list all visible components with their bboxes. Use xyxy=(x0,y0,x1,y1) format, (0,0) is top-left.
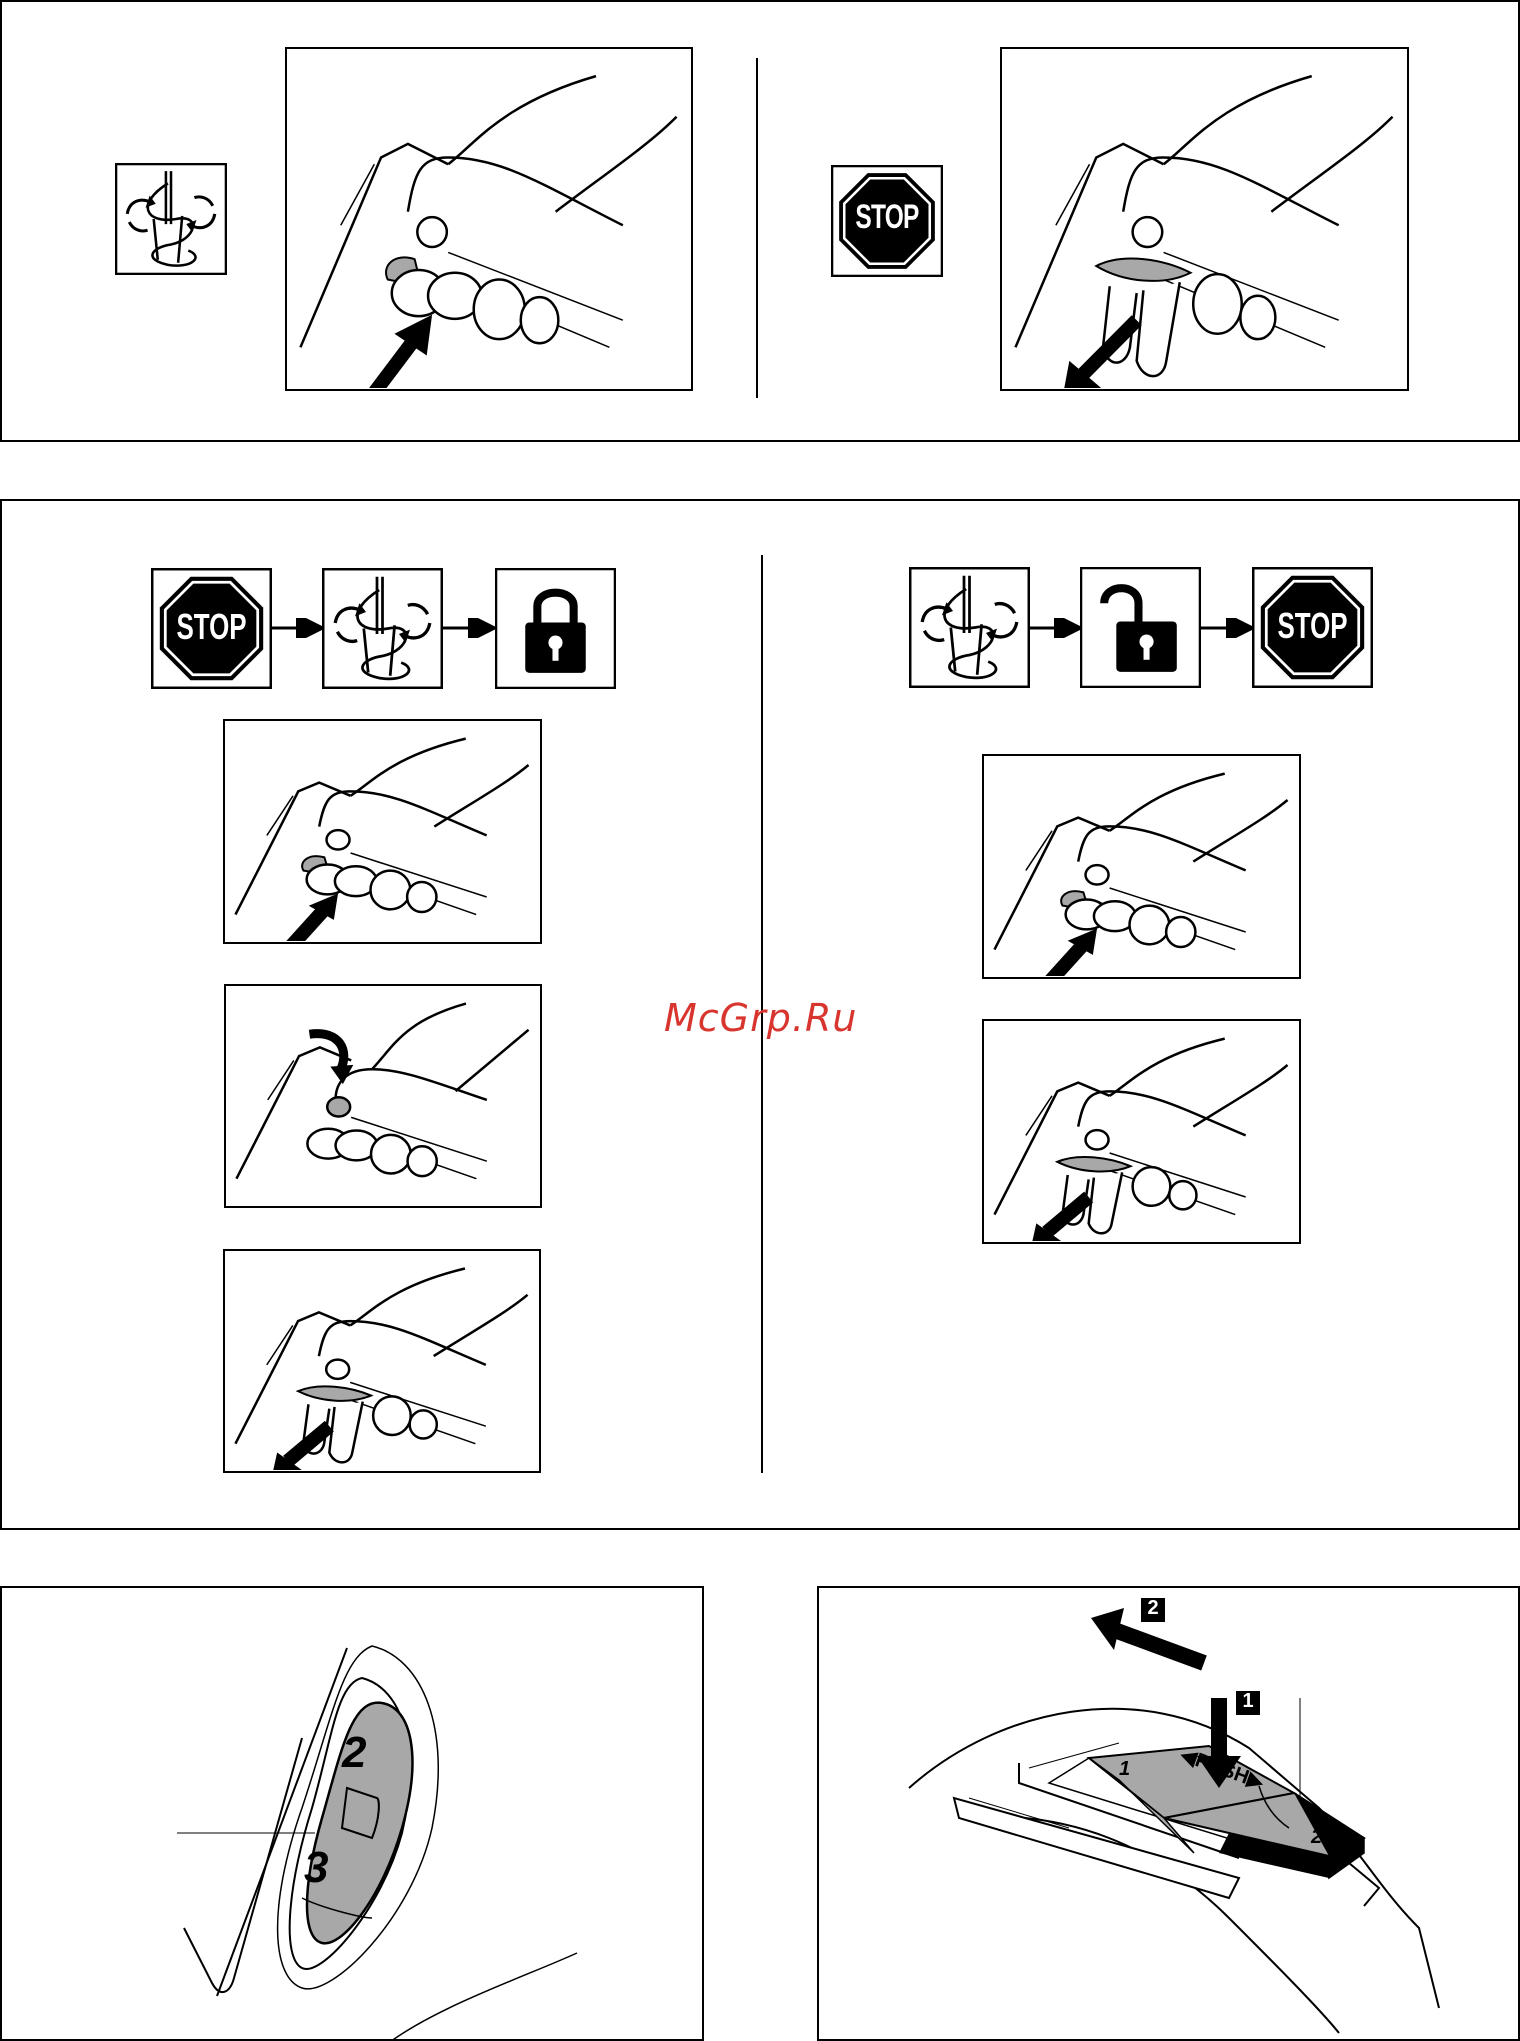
push-slider-illustration xyxy=(819,1588,1518,2039)
illustration-release-trigger xyxy=(1000,47,1409,391)
divider-vertical xyxy=(756,58,758,398)
step-badge-1: 1 xyxy=(1236,1690,1260,1713)
figure-panel-gear-selector: 2 3 xyxy=(0,1586,704,2041)
watermark-text: McGrp.Ru xyxy=(664,996,857,1040)
illustration-press-trigger xyxy=(982,754,1301,979)
padlock-closed-icon xyxy=(495,568,616,689)
padlock-open-icon xyxy=(1080,567,1201,688)
gear-selector-illustration xyxy=(2,1588,702,2039)
mixer-paddle-icon xyxy=(115,163,227,275)
figure-panel-trigger: STOP xyxy=(0,0,1520,442)
arrow-right-icon xyxy=(440,618,498,638)
arrow-right-icon xyxy=(1026,618,1084,638)
mixer-paddle-icon xyxy=(909,567,1030,688)
mixer-paddle-icon xyxy=(322,568,443,689)
illustration-release-trigger xyxy=(223,1249,541,1473)
slider-position-2: 2 xyxy=(1311,1826,1322,1849)
step-badge-2: 2 xyxy=(1141,1597,1165,1620)
slider-position-1: 1 xyxy=(1119,1758,1130,1781)
illustration-press-trigger xyxy=(285,47,693,391)
arrow-right-icon xyxy=(1198,618,1256,638)
illustration-press-lock-button xyxy=(224,984,542,1208)
illustration-press-trigger xyxy=(223,719,542,944)
gear-number-2: 2 xyxy=(342,1728,366,1778)
figure-panel-push-slider: 2 1 ◀PUSH▶ 1 2 xyxy=(817,1586,1520,2041)
stop-sign-label: STOP xyxy=(847,198,928,237)
gear-number-3: 3 xyxy=(304,1843,328,1893)
illustration-release-trigger xyxy=(982,1019,1301,1244)
stop-sign-label: STOP xyxy=(168,606,255,648)
arrow-right-icon xyxy=(270,618,326,638)
stop-sign-label: STOP xyxy=(1269,605,1356,647)
